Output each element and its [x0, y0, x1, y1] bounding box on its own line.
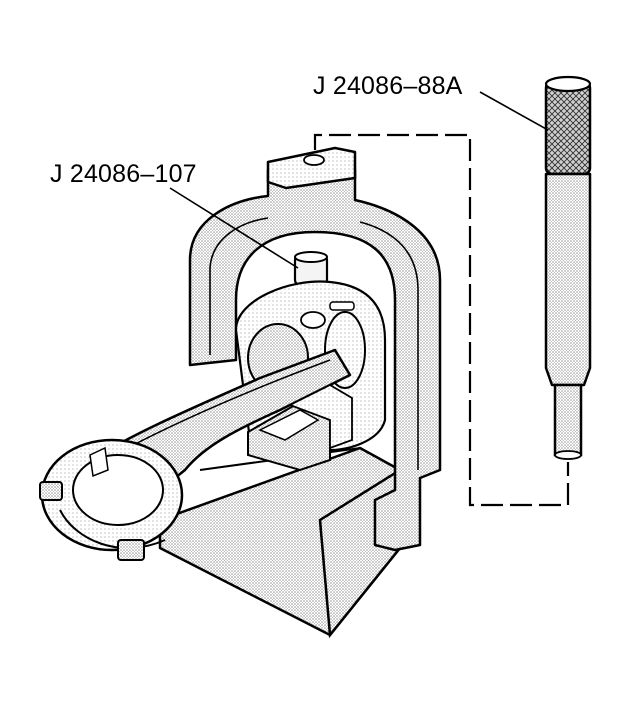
alignment-dashed-path — [313, 133, 570, 507]
pin-tool — [544, 75, 592, 460]
adapter-tool-label: J 24086–107 — [50, 160, 197, 188]
press-frame — [188, 146, 442, 552]
leader-lines — [169, 91, 549, 269]
pin-tool-label: J 24086–88A — [313, 72, 463, 100]
base-block — [158, 446, 402, 639]
support-blocks — [247, 383, 353, 472]
connecting-rod — [39, 348, 352, 561]
